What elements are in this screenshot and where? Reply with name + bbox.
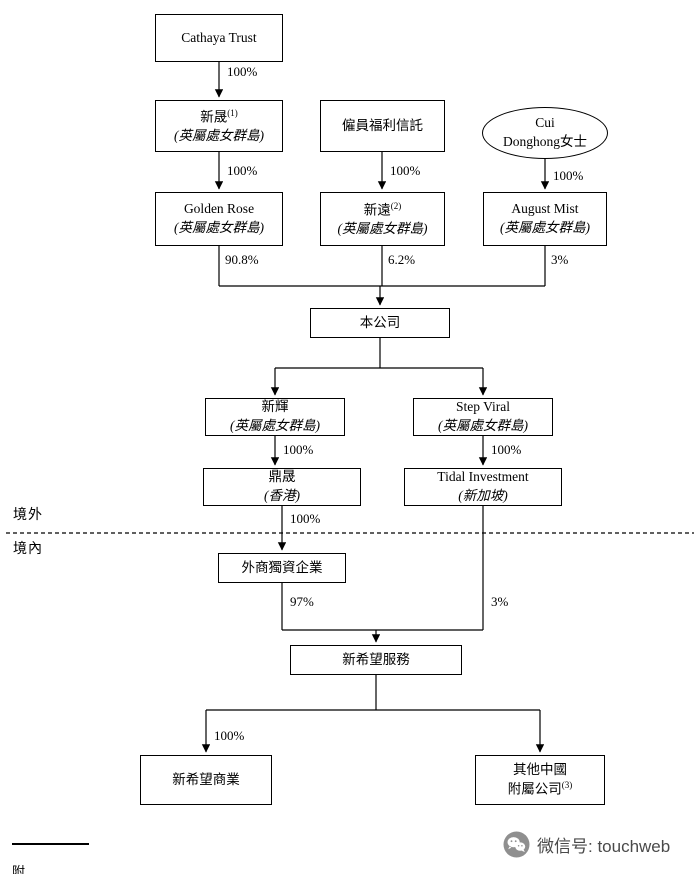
- node-jurisdiction: (英屬處女群島): [438, 418, 528, 433]
- node-label: 其他中國: [513, 761, 567, 777]
- node-jurisdiction: (英屬處女群島): [230, 418, 320, 433]
- footnote-marker: 附: [12, 864, 26, 874]
- pct-cathaya-xinsheng: 100%: [227, 64, 258, 79]
- pct-xinhui-dingsheng: 100%: [283, 442, 314, 457]
- node-label: 新希望服務: [342, 651, 410, 667]
- pct-cui-august: 100%: [553, 168, 584, 183]
- node-jurisdiction: (英屬處女群島): [500, 220, 590, 235]
- node-jurisdiction: (香港): [264, 488, 300, 503]
- watermark: 微信号: touchweb: [503, 830, 670, 858]
- node-golden-rose: Golden Rose (英屬處女群島): [155, 192, 283, 246]
- node-label: 附屬公司(3): [507, 780, 573, 797]
- node-xin-hui: 新輝 (英屬處女群島): [205, 398, 345, 436]
- footnote-ref: (1): [227, 107, 238, 118]
- pct-xinsheng-goldenrose: 100%: [227, 163, 258, 178]
- node-xin-sheng: 新晟(1) (英屬處女群島): [155, 100, 283, 152]
- node-label: 本公司: [359, 314, 401, 330]
- node-august-mist: August Mist (英屬處女群島): [483, 192, 607, 246]
- edge-shareholders-join: [218, 246, 546, 287]
- pct-stepviral-tidal: 100%: [491, 442, 522, 457]
- node-label: Step Viral: [455, 399, 511, 415]
- node-cui-donghong: Cui Donghong女士: [482, 107, 608, 159]
- node-label: Donghong女士: [503, 134, 587, 149]
- node-label: August Mist: [511, 201, 579, 217]
- node-label: 外商獨資企業: [241, 559, 323, 575]
- node-tidal-investment: Tidal Investment (新加坡): [404, 468, 562, 506]
- footnote-ref: (3): [561, 780, 573, 791]
- node-xin-yuan: 新遠(2) (英屬處女群島): [320, 192, 445, 246]
- node-employee-trust: 僱員福利信託: [320, 100, 445, 152]
- edge-service-split: [206, 675, 540, 711]
- pct-trust-xinyuan: 100%: [390, 163, 421, 178]
- node-label: Golden Rose: [183, 201, 255, 217]
- node-label: 新希望商業: [172, 771, 240, 787]
- pct-august-company: 3%: [551, 252, 569, 267]
- pct-dingsheng-wfoe: 100%: [290, 511, 321, 526]
- pct-xinyuan-company: 6.2%: [388, 252, 416, 267]
- wechat-icon: [503, 831, 530, 857]
- node-company: 本公司: [310, 308, 450, 338]
- node-wfoe: 外商獨資企業: [218, 553, 346, 583]
- node-label: 鼎晟: [268, 469, 296, 485]
- node-label: 新晟(1): [200, 107, 238, 125]
- node-new-hope-commercial: 新希望商業: [140, 755, 272, 805]
- node-label: Cathaya Trust: [181, 29, 257, 45]
- node-step-viral: Step Viral (英屬處女群島): [413, 398, 553, 436]
- node-label: 僱員福利信託: [342, 117, 423, 133]
- node-label: Cui: [535, 115, 555, 131]
- node-jurisdiction: (英屬處女群島): [337, 220, 428, 236]
- edge-service-join: [281, 506, 484, 631]
- node-jurisdiction: (英屬處女群島): [174, 127, 264, 143]
- region-label-offshore: 境外: [13, 508, 43, 523]
- node-cathaya-trust: Cathaya Trust: [155, 14, 283, 62]
- pct-tidal-service: 3%: [491, 594, 509, 609]
- node-label: 新輝: [261, 399, 289, 415]
- node-label: Tidal Investment: [437, 469, 529, 485]
- footnote-ref: (2): [390, 200, 402, 211]
- footnote-divider: [12, 843, 89, 845]
- node-label: 新遠(2): [363, 200, 402, 218]
- pct-goldenrose-company: 90.8%: [225, 252, 259, 267]
- node-other-prc-subsidiaries: 其他中國 附屬公司(3): [475, 755, 605, 805]
- node-new-hope-service: 新希望服務: [290, 645, 462, 675]
- node-ding-sheng: 鼎晟 (香港): [203, 468, 361, 506]
- node-jurisdiction: (英屬處女群島): [174, 220, 264, 235]
- edge-company-split: [275, 338, 483, 369]
- region-label-onshore: 境內: [13, 542, 43, 557]
- pct-wfoe-service: 97%: [290, 594, 314, 609]
- watermark-text: 微信号: touchweb: [537, 836, 671, 856]
- node-jurisdiction: (新加坡): [458, 488, 508, 503]
- pct-service-commercial: 100%: [214, 728, 245, 743]
